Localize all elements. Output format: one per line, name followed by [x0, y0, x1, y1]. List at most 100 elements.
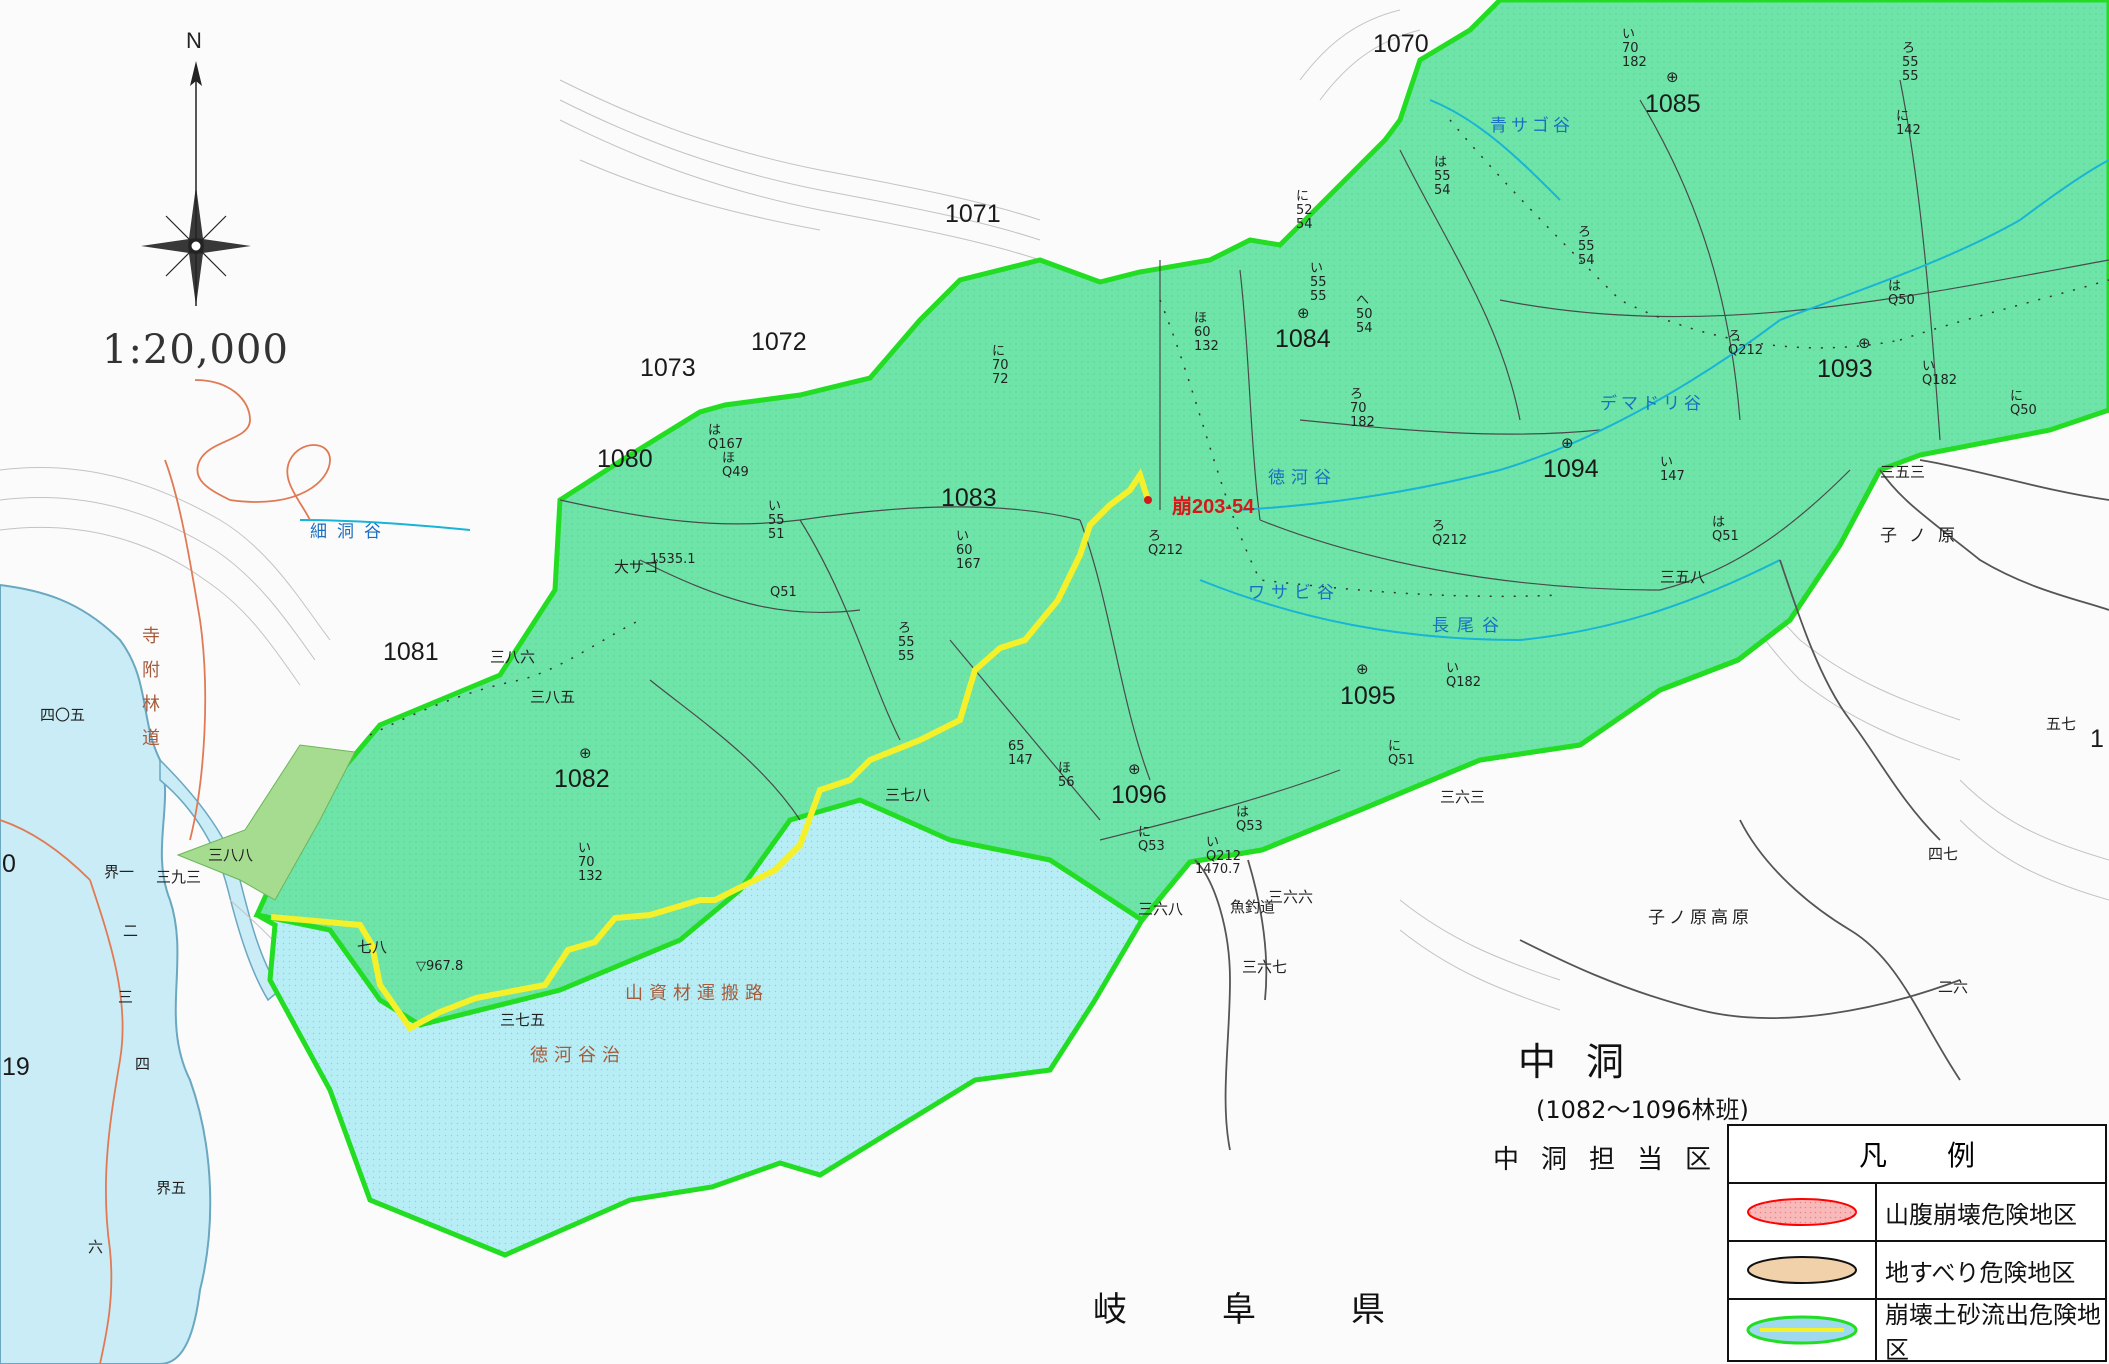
stand-label: は 55 54 [1434, 155, 1451, 198]
stream-aosago: 青サゴ谷 [1490, 116, 1574, 136]
elevation-1535: 1535.1 [650, 552, 696, 567]
reservoir [0, 583, 212, 1364]
road-marker: 二六 [1938, 978, 1969, 996]
road-marker: 三八八 [208, 846, 254, 864]
prefecture-name: 岐阜県 [1093, 1290, 1480, 1330]
stand-label: い 70 132 [578, 841, 603, 884]
legend-item-landslide: 地すべり危険地区 [1729, 1242, 2105, 1300]
collapse-id-label[interactable]: 崩203-54 [1172, 496, 1255, 518]
compartment-1085[interactable]: 1085 [1645, 90, 1701, 118]
legend: 凡例 山腹崩壊危険地区 地すべり危険地区 [1727, 1124, 2107, 1364]
stream-wasabi: ワサビ谷 [1248, 583, 1340, 603]
compartment-marker-icon: ⊕ [1666, 68, 1679, 86]
compartment-1071[interactable]: 1071 [945, 200, 1001, 228]
place-nenohara: 子ノ原 [1880, 526, 1967, 546]
edge-number-right: 1 [2090, 725, 2104, 753]
legend-label: 崩壊土砂流出危険地区 [1885, 1301, 2101, 1364]
compartment-marker-icon: ⊕ [1858, 334, 1871, 352]
streams [299, 99, 2109, 642]
roads [1194, 459, 2109, 1151]
compartment-1072[interactable]: 1072 [751, 328, 807, 356]
stand-label: は Q50 [1888, 279, 1915, 308]
legend-swatch-red [1747, 1198, 1857, 1226]
stand-label: ろ Q212 [1432, 519, 1468, 548]
compartment-marker-icon: ⊕ [579, 744, 592, 762]
legend-swatch-green [1746, 1315, 1858, 1345]
legend-title: 凡例 [1729, 1126, 2105, 1184]
legend-item-debris-flow: 崩壊土砂流出危険地区 [1729, 1300, 2105, 1364]
north-label: N [186, 28, 202, 53]
compartment-1070[interactable]: 1070 [1373, 30, 1429, 58]
road-marker: 三八五 [530, 688, 576, 706]
road-marker: 三六八 [1138, 900, 1184, 918]
compartment-1080[interactable]: 1080 [597, 445, 653, 473]
small-hazard-wedge [176, 744, 356, 901]
stand-label: に Q53 [1138, 825, 1165, 854]
legend-item-slope-collapse: 山腹崩壊危険地区 [1729, 1184, 2105, 1242]
stand-label: ろ 55 55 [1902, 41, 1919, 84]
edge-number-left-bottom: 19 [2, 1053, 30, 1081]
stand-label: は Q51 [1712, 515, 1739, 544]
stand-label: ろ 70 182 [1350, 387, 1375, 430]
stand-label: ほ 56 [1058, 761, 1075, 790]
compartment-1094[interactable]: 1094 [1543, 455, 1599, 483]
stand-label: い 55 55 [1310, 261, 1327, 304]
road-marker: 三六七 [1242, 958, 1288, 976]
stream-tokugo: 徳河谷 [1268, 468, 1337, 488]
road-marker: 界五 [156, 1179, 187, 1197]
runout-stipple [257, 470, 1880, 1255]
compartment-1096[interactable]: 1096 [1111, 781, 1167, 809]
zone-stipple [257, 0, 2109, 1025]
compartment-1082[interactable]: 1082 [554, 765, 610, 793]
stand-label: ろ Q212 [1728, 329, 1764, 358]
road-marker: 七八 [357, 938, 388, 956]
road-marker: 四七 [1928, 845, 1959, 863]
compartment-1084[interactable]: 1084 [1275, 325, 1331, 353]
road-marker: 四〇五 [40, 706, 86, 724]
compartment-marker-icon: ⊕ [1356, 660, 1369, 678]
road-marker: 三五八 [1660, 568, 1706, 586]
road-uotsuri: 魚釣道 [1230, 898, 1276, 916]
stand-label: い Q212 [1206, 835, 1242, 864]
edge-number-left: 0 [2, 850, 16, 878]
elevation-1470: 1470.7 [1195, 862, 1241, 877]
road-marker: 三 [118, 988, 134, 1006]
stand-label: 65 147 [1008, 739, 1033, 768]
debris-flow-line[interactable] [270, 468, 1151, 1032]
stand-label: に Q51 [1388, 739, 1415, 768]
stand-label: に 70 72 [992, 344, 1009, 387]
compartment-1073[interactable]: 1073 [640, 354, 696, 382]
region-name: 中洞 [1518, 1040, 1655, 1084]
stand-label: に 142 [1896, 109, 1921, 138]
compartment-marker-icon: ⊕ [1561, 434, 1574, 452]
stand-label: ろ 55 55 [898, 621, 915, 664]
elevation-967: ▽967.8 [416, 959, 464, 974]
compartment-1095[interactable]: 1095 [1340, 682, 1396, 710]
road-marker: 三七五 [500, 1011, 546, 1029]
scale-label: 1:20,000 [102, 327, 289, 373]
compartment-range: (1082～1096林班) [1536, 1096, 1749, 1124]
stand-label: い 70 182 [1622, 27, 1647, 70]
ridge-lines [369, 119, 2109, 736]
road-marker: 三八六 [490, 648, 536, 666]
road-marker: 六 [88, 1238, 104, 1256]
red-forest-roads [0, 379, 331, 1364]
road-terafu: 寺附林道 [142, 626, 160, 749]
road-marker: 三七八 [885, 786, 931, 804]
road-shizai: 山資材運搬路 [625, 983, 769, 1004]
compartment-boundaries [559, 79, 2109, 841]
stand-label: い 147 [1660, 455, 1685, 484]
collapse-point[interactable] [1144, 496, 1152, 504]
stream-hosobora: 細洞谷 [310, 522, 391, 542]
stand-label: Q51 [770, 585, 797, 600]
district-name: 中洞担当区 [1493, 1145, 1734, 1175]
compartment-1083[interactable]: 1083 [941, 484, 997, 512]
stand-label: に Q50 [2010, 389, 2037, 418]
compartment-1081[interactable]: 1081 [383, 638, 439, 666]
stand-label: は Q53 [1236, 805, 1263, 834]
compartment-1093[interactable]: 1093 [1817, 355, 1873, 383]
stream-demadori: デマドリ谷 [1600, 394, 1705, 414]
road-tokugo: 徳河谷治 [530, 1045, 626, 1066]
